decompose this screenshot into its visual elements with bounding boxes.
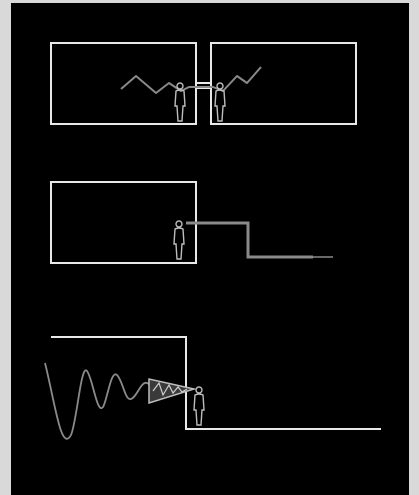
panel-1-two-rooms [51,43,356,124]
diagram-canvas [11,3,409,495]
panel-3-sine-wave [45,363,181,439]
panel-3-figure-icon [194,387,204,425]
panel-2-figure-icon [174,221,184,259]
panel-1-zigzag-wave [121,67,261,93]
panel-3-cone-icon [149,379,194,403]
panel-3-damped-wave [45,337,381,439]
panel-1-left-room [51,43,196,124]
panel-1-right-room [211,43,356,124]
panel-3-step-outline [51,337,381,429]
panel-2-step-line-thick [186,223,313,257]
diagram-svg [11,3,409,495]
panel-2-room [51,182,196,263]
panel-2-stepped-signal [51,182,333,263]
